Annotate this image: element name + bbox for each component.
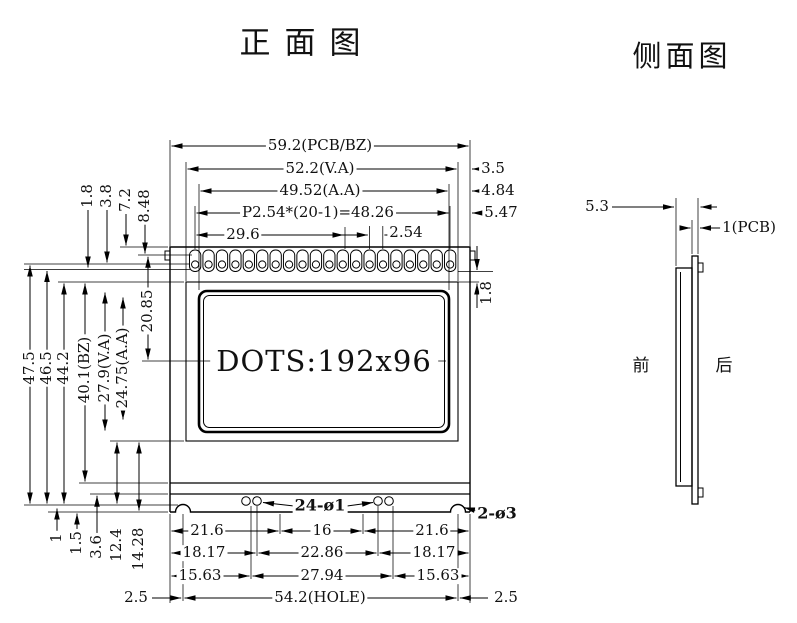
dim-left-top-1: 1.8	[78, 182, 97, 210]
dim-height-3: 44.2	[54, 349, 73, 387]
dim-aa-width: 49.52(A.A)	[277, 181, 363, 200]
dim-pcb-width: 59.2(PCB/BZ)	[265, 136, 375, 155]
dim-bottom-r1a: 21.6	[188, 521, 226, 540]
dim-bottom-r3c: 15.63	[414, 566, 462, 585]
dim-height-2: 46.5	[37, 349, 56, 387]
dim-left-top-2: 3.8	[97, 182, 116, 210]
dim-left-top-3: 7.2	[116, 186, 135, 214]
pcb-outline	[169, 246, 471, 512]
dim-bottom-left-2: 1.5	[67, 529, 86, 557]
side-pcb	[691, 255, 699, 505]
dim-bottom-r2b: 22.86	[298, 543, 346, 562]
dim-bottom-r4a: 2.5	[122, 588, 150, 607]
side-nub-top	[697, 262, 704, 273]
dim-height-total: 47.5	[20, 349, 39, 387]
dim-aa-margin-right: 4.84	[479, 181, 517, 200]
dim-va-width: 52.2(V.A)	[283, 159, 357, 178]
dim-bottom-r2c: 18.17	[410, 543, 458, 562]
pin-header-pads	[189, 249, 457, 272]
dim-height-bz: 40.1(BZ)	[75, 334, 94, 406]
dim-bottom-left-1: 1	[47, 531, 66, 545]
side-view-title: 侧面图	[632, 38, 732, 73]
dim-va-margin-right: 3.5	[479, 159, 507, 178]
dim-pin-pitch: 2.54	[387, 223, 425, 242]
display-dots-text: DOTS:192x96	[210, 345, 438, 376]
dim-hole-span: 54.2(HOLE)	[272, 588, 368, 607]
front-view-outline	[164, 246, 476, 513]
active-area	[203, 295, 445, 428]
pin-holes	[241, 496, 394, 506]
side-panel	[675, 267, 693, 487]
dim-bottom-r4c: 2.5	[492, 588, 520, 607]
mount-holes-label: 2-ø3	[475, 503, 519, 523]
dim-side-thickness: 5.3	[583, 197, 611, 216]
dim-bottom-left-5: 14.28	[129, 525, 148, 573]
display-glass	[197, 289, 451, 434]
dim-height-aa: 24.75(A.A)	[113, 325, 132, 411]
dim-height-va: 27.9(V.A)	[95, 331, 114, 405]
dim-pin-margin-right: 5.47	[482, 203, 520, 222]
dim-pin-span: 29.6	[224, 225, 262, 244]
dim-left-top-5: 20.85	[138, 287, 157, 335]
dim-bottom-left-3: 3.6	[87, 533, 106, 561]
dim-pin-pitch-total: P2.54*(20-1)=48.26	[240, 203, 396, 222]
bezel-frame	[185, 281, 459, 442]
dim-bottom-r1b: 16	[310, 521, 334, 540]
pin-holes-label: 24-ø1	[292, 495, 348, 515]
side-view-outline	[675, 255, 704, 505]
dim-side-pcb: 1(PCB)	[720, 218, 778, 237]
side-back-label: 后	[715, 356, 733, 377]
dim-bottom-r2a: 18.17	[180, 543, 228, 562]
dim-bottom-left-4: 12.4	[107, 526, 126, 564]
front-view-title: 正面图	[239, 25, 375, 62]
bezel-claw-left	[164, 250, 171, 261]
side-nub-bottom	[697, 487, 704, 498]
dim-left-top-4: 8.48	[135, 187, 154, 225]
side-front-label: 前	[632, 356, 650, 377]
bezel-claw-right	[469, 250, 476, 261]
dim-bottom-r3a: 15.63	[176, 566, 224, 585]
dim-bezel-gap-right: 1.8	[477, 279, 496, 307]
dim-bottom-r3b: 27.94	[298, 566, 346, 585]
dim-bottom-r1c: 21.6	[413, 521, 451, 540]
